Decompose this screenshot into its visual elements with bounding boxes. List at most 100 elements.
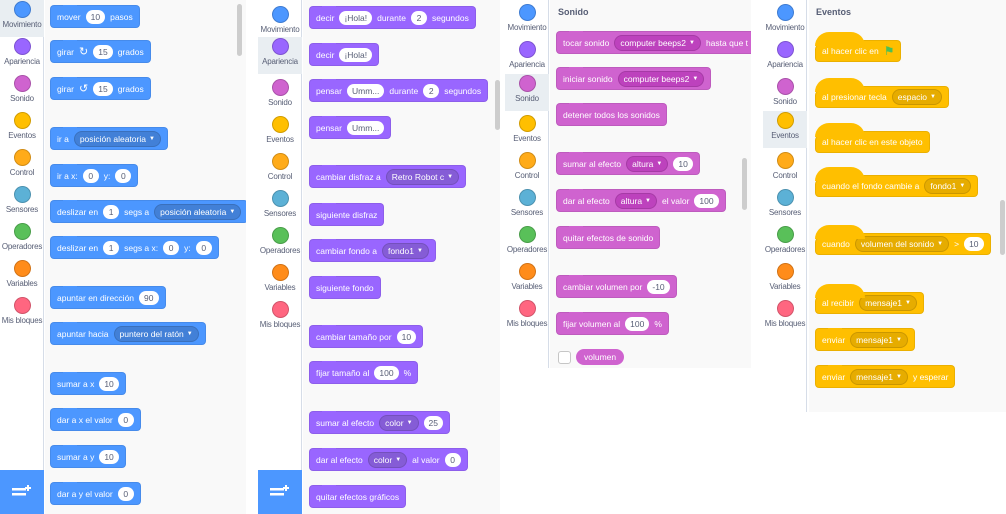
category-operators[interactable]: Operadores: [763, 225, 807, 262]
palette-scrollbar[interactable]: [495, 80, 500, 130]
block-clear-sound-effects[interactable]: quitar efectos de sonido: [556, 226, 661, 249]
category-sensing[interactable]: Sensores: [0, 185, 44, 222]
thought-input[interactable]: Umm...: [347, 83, 385, 98]
volume-monitor-checkbox[interactable]: [558, 351, 571, 364]
category-control[interactable]: Control: [505, 151, 549, 188]
effect-dropdown[interactable]: color▼: [379, 414, 419, 431]
category-control[interactable]: Control: [258, 152, 302, 189]
go-to-dropdown[interactable]: posición aleatoria▼: [73, 130, 161, 147]
category-motion[interactable]: Movimiento: [0, 0, 44, 37]
threshold-input[interactable]: 10: [964, 237, 984, 251]
volume-input[interactable]: 100: [625, 316, 650, 331]
y-change-input[interactable]: 10: [99, 449, 119, 464]
category-looks[interactable]: Apariencia: [0, 37, 44, 74]
block-when-flag-clicked[interactable]: al hacer clic en⚑: [815, 32, 902, 62]
category-sensing[interactable]: Sensores: [763, 188, 807, 225]
category-variables[interactable]: Variables: [258, 263, 302, 300]
seconds-input[interactable]: 2: [410, 10, 427, 25]
seconds-input[interactable]: 1: [103, 204, 120, 219]
x-value-input[interactable]: 0: [117, 412, 134, 427]
x-input[interactable]: 0: [82, 168, 99, 183]
category-variables[interactable]: Variables: [763, 262, 807, 299]
x-change-input[interactable]: 10: [99, 376, 119, 391]
sensor-dropdown[interactable]: volumen del sonido▼: [854, 236, 950, 252]
palette-scrollbar[interactable]: [237, 4, 242, 56]
category-motion[interactable]: Movimiento: [505, 3, 549, 40]
point-target-dropdown[interactable]: puntero del ratón▼: [113, 325, 199, 342]
category-sensing[interactable]: Sensores: [258, 189, 302, 226]
category-events[interactable]: Eventos: [505, 114, 549, 151]
category-sound[interactable]: Sonido: [763, 77, 807, 114]
category-myblocks[interactable]: Mis bloques: [763, 299, 807, 336]
volume-change-input[interactable]: -10: [647, 279, 670, 294]
category-motion[interactable]: Movimiento: [763, 3, 807, 40]
message-input[interactable]: ¡Hola!: [339, 47, 373, 62]
message-input[interactable]: ¡Hola!: [339, 10, 373, 25]
effect-dropdown[interactable]: color▼: [367, 451, 408, 468]
costume-dropdown[interactable]: Retro Robot c▼: [385, 168, 460, 185]
category-events[interactable]: Eventos: [258, 115, 302, 152]
y-input[interactable]: 0: [115, 168, 132, 183]
category-sound[interactable]: Sonido: [0, 74, 44, 111]
block-stop-all-sounds[interactable]: detener todos los sonidos: [556, 103, 667, 126]
block-say[interactable]: decir¡Hola!: [309, 43, 380, 66]
degrees-input[interactable]: 15: [93, 44, 113, 59]
effect-change-input[interactable]: 25: [423, 415, 443, 430]
block-when-sprite-clicked[interactable]: al hacer clic en este objeto: [815, 123, 930, 153]
block-change-volume[interactable]: cambiar volumen por-10: [556, 275, 677, 298]
seconds-input[interactable]: 1: [103, 240, 120, 255]
category-myblocks[interactable]: Mis bloques: [505, 299, 549, 336]
size-change-input[interactable]: 10: [396, 329, 417, 344]
category-looks[interactable]: Apariencia: [258, 37, 302, 74]
sound-effect-dropdown[interactable]: altura▼: [614, 192, 657, 209]
block-next-backdrop[interactable]: siguiente fondo: [309, 276, 381, 299]
add-extension-button[interactable]: [258, 470, 302, 514]
category-variables[interactable]: Variables: [505, 262, 549, 299]
size-input[interactable]: 100: [374, 365, 399, 380]
glide-target-dropdown[interactable]: posición aleatoria▼: [154, 203, 242, 220]
y-value-input[interactable]: 0: [117, 486, 134, 501]
category-control[interactable]: Control: [0, 148, 44, 185]
steps-input[interactable]: 10: [85, 9, 106, 24]
category-control[interactable]: Control: [763, 151, 807, 188]
direction-input[interactable]: 90: [139, 290, 159, 305]
category-events[interactable]: Eventos: [763, 111, 807, 148]
block-clear-effects[interactable]: quitar efectos gráficos: [309, 485, 407, 508]
category-motion[interactable]: Movimiento: [258, 5, 302, 42]
message-dropdown[interactable]: mensaje1▼: [850, 368, 908, 385]
category-looks[interactable]: Apariencia: [763, 40, 807, 77]
category-myblocks[interactable]: Mis bloques: [258, 300, 302, 337]
x-input[interactable]: 0: [163, 240, 180, 255]
key-dropdown[interactable]: espacio▼: [891, 89, 942, 105]
seconds-input[interactable]: 2: [423, 83, 440, 98]
reporter-volume[interactable]: volumen: [576, 349, 625, 365]
palette-scrollbar[interactable]: [1000, 200, 1005, 255]
category-sound[interactable]: Sonido: [505, 74, 549, 111]
